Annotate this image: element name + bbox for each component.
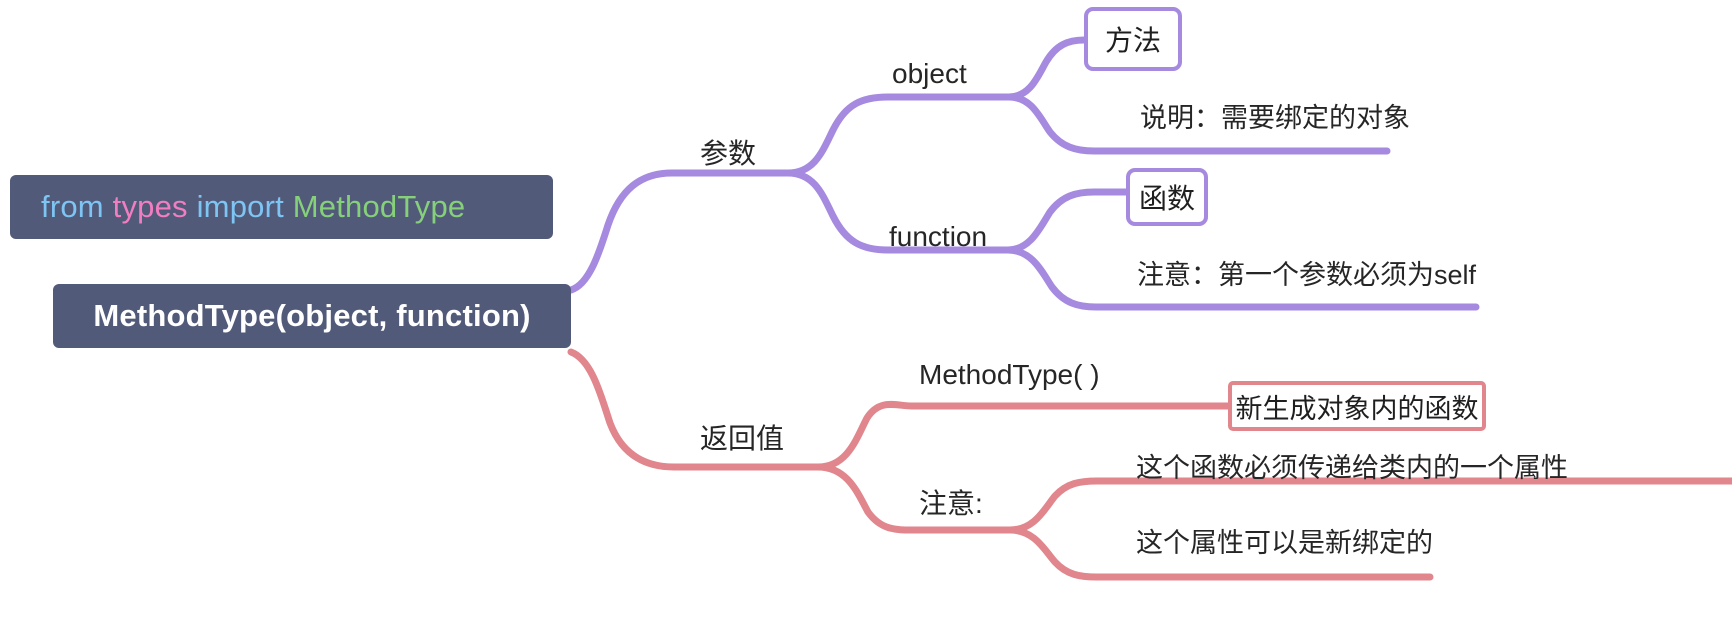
code-token-space-2 [188, 189, 197, 225]
node-box-function: 函数 [1126, 168, 1208, 226]
import-statement-block: from types import MethodType [10, 175, 553, 239]
node-box-method: 方法 [1084, 7, 1182, 71]
code-token-methodtype: MethodType [292, 189, 466, 224]
leaf-label-object-description: 说明：需要绑定的对象 [1140, 103, 1410, 133]
root-node-methodtype: MethodType(object, function) [53, 284, 571, 348]
node-box-new-object-function: 新生成对象内的函数 [1228, 381, 1486, 431]
branch-label-return-value: 返回值 [700, 423, 785, 454]
branch-function-to-function-box [1004, 188, 1130, 254]
branch-label-methodtype-call: MethodType( ) [919, 359, 1100, 390]
leaf-label-note-2: 这个属性可以是新绑定的 [1136, 528, 1433, 558]
branch-notes-to-note-1 [1006, 477, 1732, 534]
branch-parameters-to-object [784, 93, 1013, 177]
code-token-space-1 [104, 189, 113, 225]
branch-label-notes: 注意: [919, 488, 983, 519]
code-token-from: from [41, 189, 104, 224]
leaf-label-function-note: 注意：第一个参数必须为self [1137, 260, 1477, 290]
branch-label-object: object [892, 58, 967, 89]
code-token-import: import [196, 189, 284, 224]
code-token-types: types [112, 189, 188, 224]
branch-label-function: function [889, 221, 988, 252]
branch-root-to-parameters [567, 169, 792, 294]
code-token-space-3 [284, 189, 293, 225]
branch-object-to-method-box [1005, 36, 1088, 101]
branch-label-parameters: 参数 [700, 138, 757, 169]
leaf-label-note-1: 这个函数必须传递给类内的一个属性 [1136, 453, 1568, 483]
